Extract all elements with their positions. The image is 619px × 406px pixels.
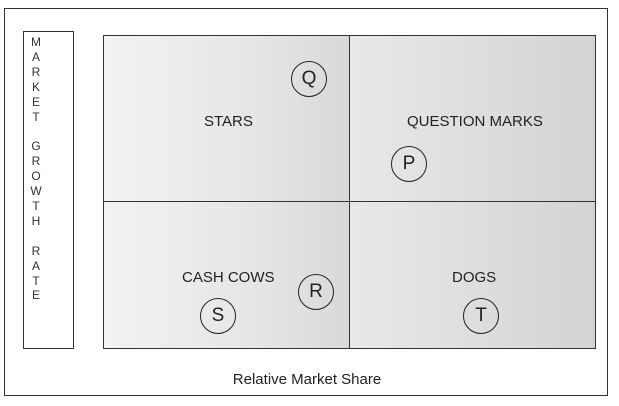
marker-t: T xyxy=(463,298,499,334)
x-axis-label: Relative Market Share xyxy=(232,371,382,388)
y-axis-label-box: M A R K E T G R O W T H R A T E xyxy=(23,31,74,349)
quadrant-label-dogs: DOGS xyxy=(452,269,497,286)
y-axis-label: M A R K E T G R O W T H R A T E xyxy=(30,35,42,303)
marker-p: P xyxy=(391,146,427,182)
quadrant-question-marks: QUESTION MARKS P xyxy=(350,36,595,202)
quadrant-label-stars: STARS xyxy=(204,113,253,130)
bcg-matrix: STARS Q QUESTION MARKS P CASH COWS R S D… xyxy=(103,35,596,349)
diagram-frame: M A R K E T G R O W T H R A T E STARS Q … xyxy=(4,8,608,396)
marker-s: S xyxy=(200,298,236,334)
quadrant-label-question-marks: QUESTION MARKS xyxy=(407,113,543,130)
marker-q: Q xyxy=(291,61,327,97)
marker-r: R xyxy=(298,274,334,310)
quadrant-label-cash-cows: CASH COWS xyxy=(182,269,275,286)
quadrant-dogs: DOGS T xyxy=(350,202,595,348)
quadrant-stars: STARS Q xyxy=(104,36,350,202)
quadrant-cash-cows: CASH COWS R S xyxy=(104,202,350,348)
